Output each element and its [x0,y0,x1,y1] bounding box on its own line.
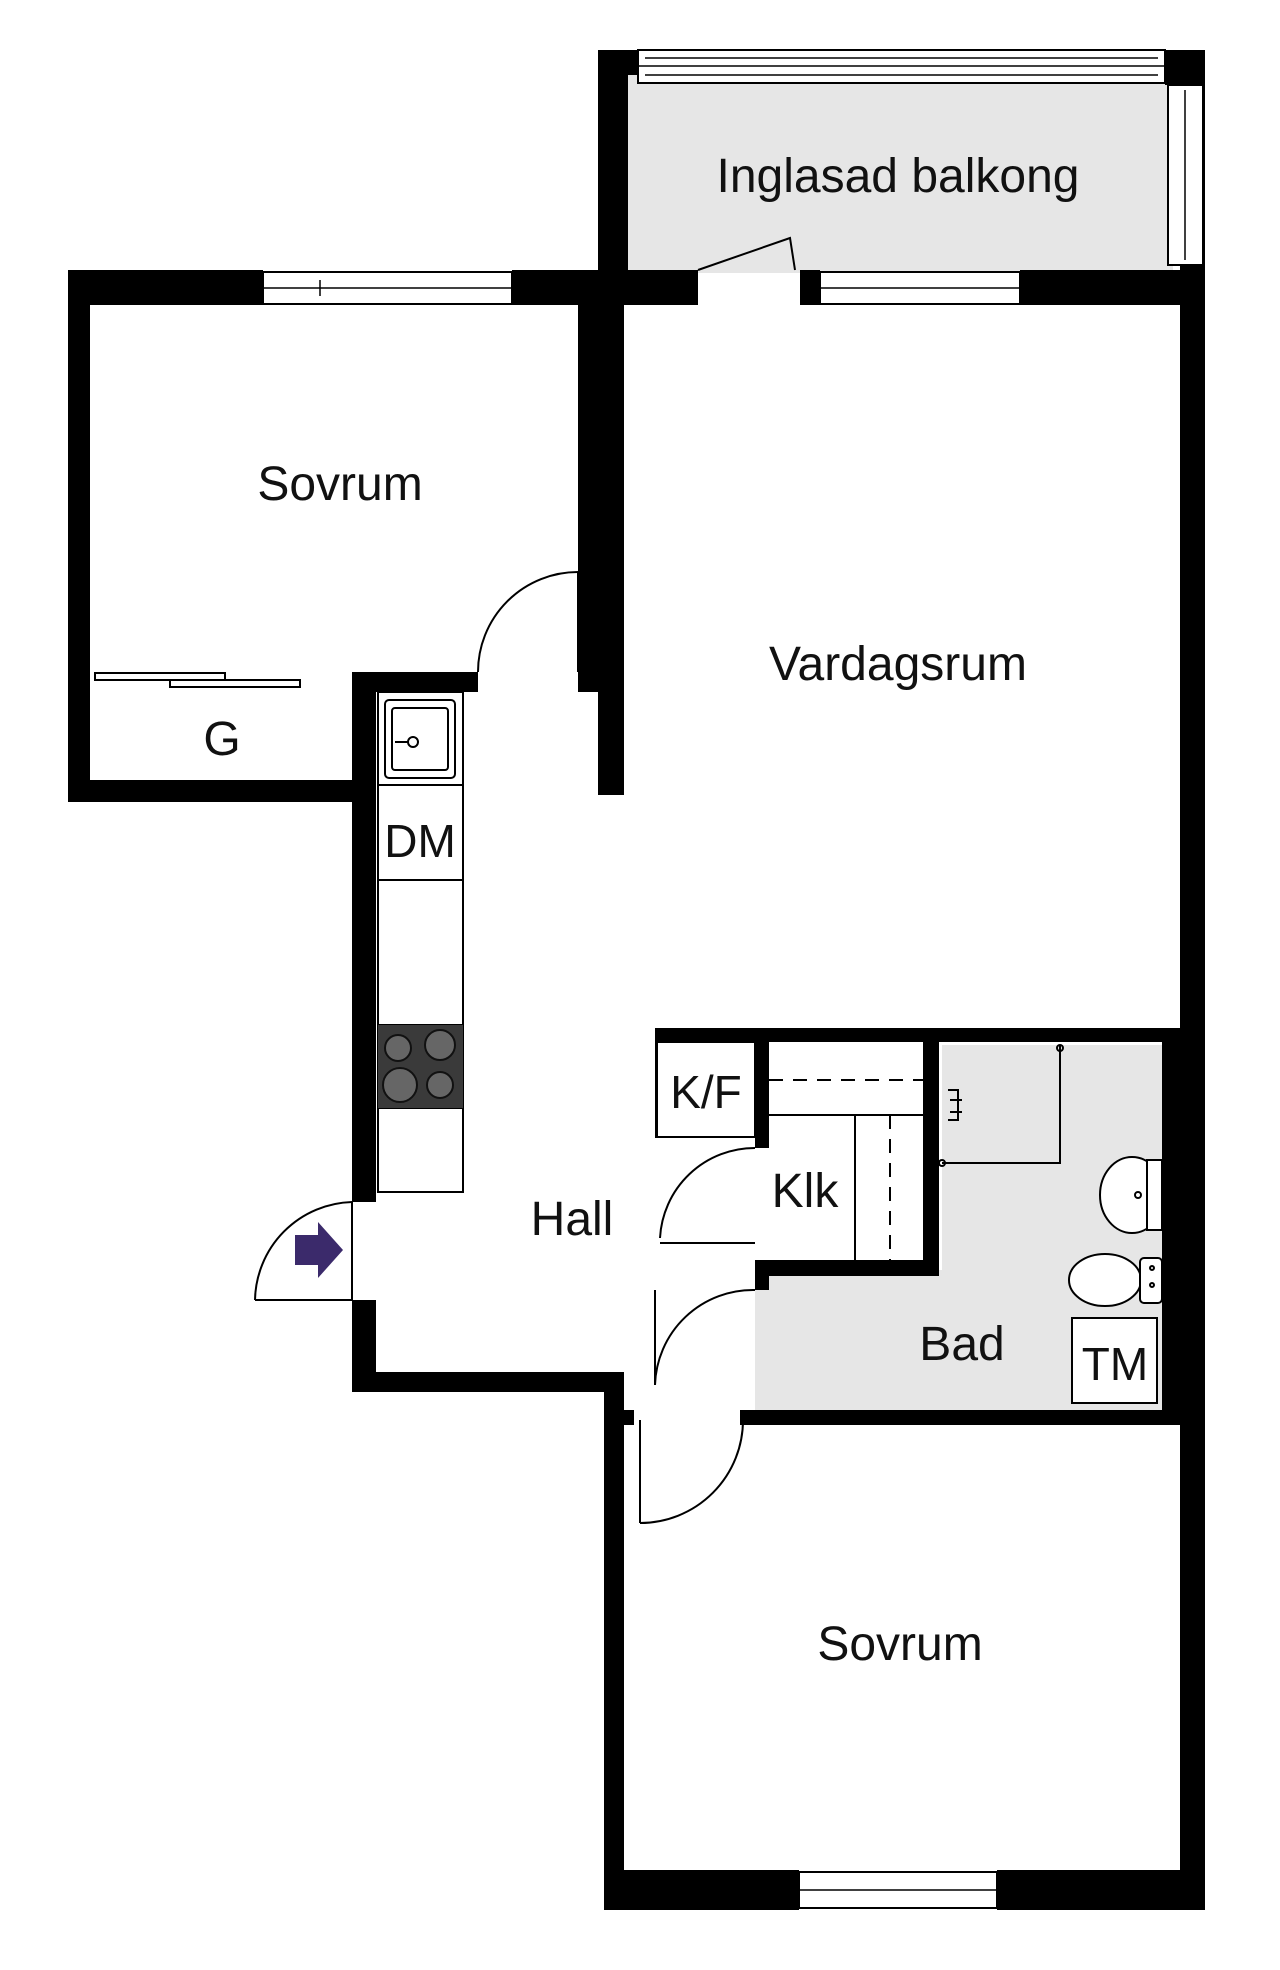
doors [254,236,796,1524]
room-label-closet: Klk [772,1165,840,1218]
fridge-freezer-box [656,1041,756,1138]
washbasin-icon [1099,1156,1165,1234]
room-label-living: Vardagsrum [769,638,1027,691]
room-label-bath: Bad [919,1318,1004,1371]
room-label-balcony: Inglasad balkong [717,150,1080,203]
balcony-floor [628,75,1173,273]
wardrobe-sliding-doors [94,672,301,688]
dryer-box [1071,1317,1158,1404]
entrance-arrow-icon [295,1222,343,1278]
kitchen-sink-icon [384,699,456,779]
stove-icon [378,1025,463,1108]
room-label-wardrobe: G [203,713,240,766]
fixture-label-dryer: TM [1082,1338,1148,1390]
closet-shelving [769,1079,923,1260]
fixture-label-fridge-freezer: K/F [670,1066,742,1118]
toilet-icon [1068,1253,1163,1307]
room-label-bedroom-bottom: Sovrum [817,1618,982,1671]
room-label-hall: Hall [531,1193,614,1246]
walls [68,50,1205,1910]
room-label-bedroom-top: Sovrum [257,458,422,511]
windows [262,49,1204,1909]
shower-icon [938,1044,1064,1167]
fixture-label-dishwasher: DM [384,815,456,867]
